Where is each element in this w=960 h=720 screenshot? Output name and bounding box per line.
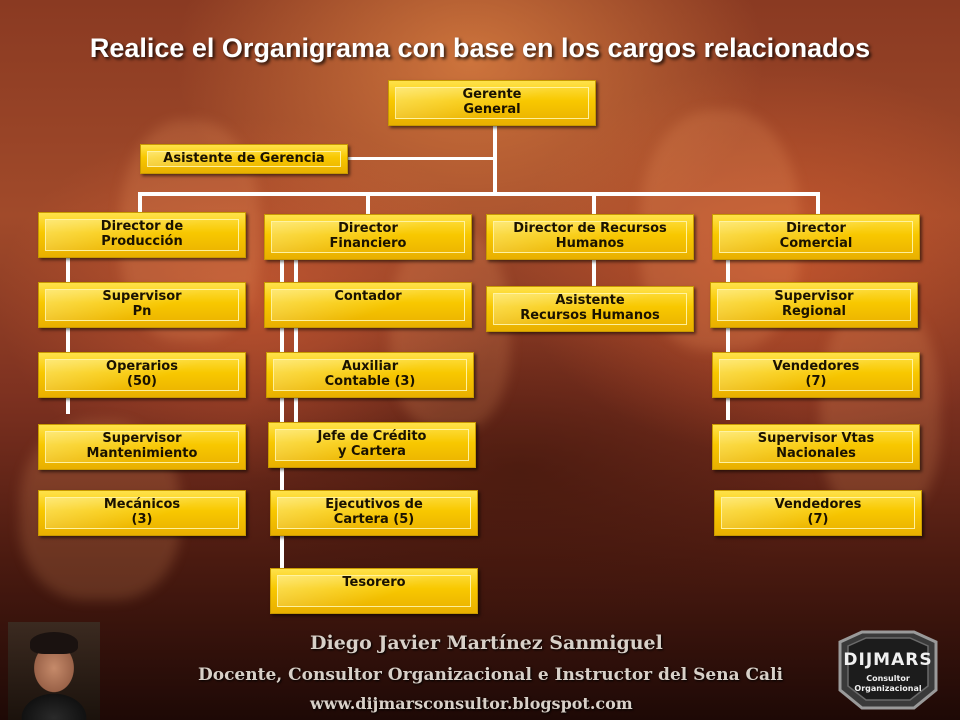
node-label: Contador <box>334 289 402 304</box>
node-label: Director Comercial <box>779 221 853 251</box>
connector-gerente-down <box>493 124 497 193</box>
node-operarios: Operarios (50) <box>38 352 246 398</box>
page-title: Realice el Organigrama con base en los c… <box>89 33 871 63</box>
node-label: Mecánicos (3) <box>103 497 181 527</box>
node-contador: Contador <box>264 282 472 328</box>
logo-name: DIJMARS <box>843 650 933 670</box>
connector-dir-produccion <box>138 192 142 214</box>
node-label: Director Financiero <box>329 221 407 251</box>
node-label: Asistente de Gerencia <box>163 151 325 166</box>
node-supervisor-mantenimiento: Supervisor Mantenimiento <box>38 424 246 470</box>
dijmars-logo: DIJMARS Consultor Organizacional <box>832 628 944 712</box>
node-gerente-general: Gerente General <box>388 80 596 126</box>
node-asistente-rrhh: Asistente Recursos Humanos <box>486 286 694 332</box>
node-label: Director de Producción <box>100 219 184 249</box>
node-director-financiero: Director Financiero <box>264 214 472 260</box>
node-director-comercial: Director Comercial <box>712 214 920 260</box>
footer-author-name: Diego Javier Martínez Sanmiguel <box>310 632 663 654</box>
node-label: Asistente Recursos Humanos <box>520 293 660 323</box>
node-label: Vendedores (7) <box>774 497 862 527</box>
node-director-rrhh: Director de Recursos Humanos <box>486 214 694 260</box>
author-hair <box>30 632 78 654</box>
logo-subtitle-2: Organizacional <box>854 684 922 693</box>
author-photo <box>8 622 100 720</box>
logo-subtitle-1: Consultor <box>866 674 910 683</box>
connector-comercial-vertical <box>726 256 730 420</box>
node-label: Supervisor Regional <box>774 289 854 319</box>
node-label: Gerente General <box>462 87 522 117</box>
node-supervisor-regional: Supervisor Regional <box>710 282 918 328</box>
node-asistente-gerencia: Asistente de Gerencia <box>140 144 348 174</box>
logo-shield-icon <box>838 630 938 710</box>
node-label: Supervisor Pn <box>102 289 182 319</box>
node-label: Supervisor Mantenimiento <box>86 431 198 461</box>
node-label: Director de Recursos Humanos <box>513 221 667 251</box>
node-director-produccion: Director de Producción <box>38 212 246 258</box>
node-tesorero: Tesorero <box>270 568 478 614</box>
connector-dir-comercial <box>816 192 820 214</box>
connector-produccion-vertical <box>66 256 70 414</box>
node-ejecutivos-cartera: Ejecutivos de Cartera (5) <box>270 490 478 536</box>
node-vendedores-2: Vendedores (7) <box>714 490 922 536</box>
node-mecanicos: Mecánicos (3) <box>38 490 246 536</box>
footer-website-link[interactable]: www.dijmarsconsultor.blogspot.com <box>310 694 633 713</box>
connector-asistente-gerencia <box>345 157 495 160</box>
node-label: Operarios (50) <box>106 359 178 389</box>
node-label: Auxiliar Contable (3) <box>324 359 416 389</box>
node-supervisor-pn: Supervisor Pn <box>38 282 246 328</box>
node-supervisor-vtas-nacionales: Supervisor Vtas Nacionales <box>712 424 920 470</box>
node-label: Tesorero <box>342 575 406 590</box>
connector-dir-financiero <box>366 192 370 214</box>
node-auxiliar-contable: Auxiliar Contable (3) <box>266 352 474 398</box>
footer-author-role: Docente, Consultor Organizacional e Inst… <box>198 665 783 685</box>
node-vendedores-1: Vendedores (7) <box>712 352 920 398</box>
node-label: Jefe de Crédito y Cartera <box>317 429 427 459</box>
connector-rrhh-vertical <box>592 258 596 286</box>
node-label: Supervisor Vtas Nacionales <box>757 431 875 461</box>
connector-financiero-vertical-2 <box>294 256 298 426</box>
connector-directors-horizontal <box>138 192 818 196</box>
node-label: Vendedores (7) <box>772 359 860 389</box>
node-jefe-credito-cartera: Jefe de Crédito y Cartera <box>268 422 476 468</box>
connector-financiero-vertical-1 <box>280 256 284 578</box>
node-label: Ejecutivos de Cartera (5) <box>325 497 423 527</box>
connector-dir-rrhh <box>592 192 596 214</box>
background-hand-shape <box>820 300 940 520</box>
